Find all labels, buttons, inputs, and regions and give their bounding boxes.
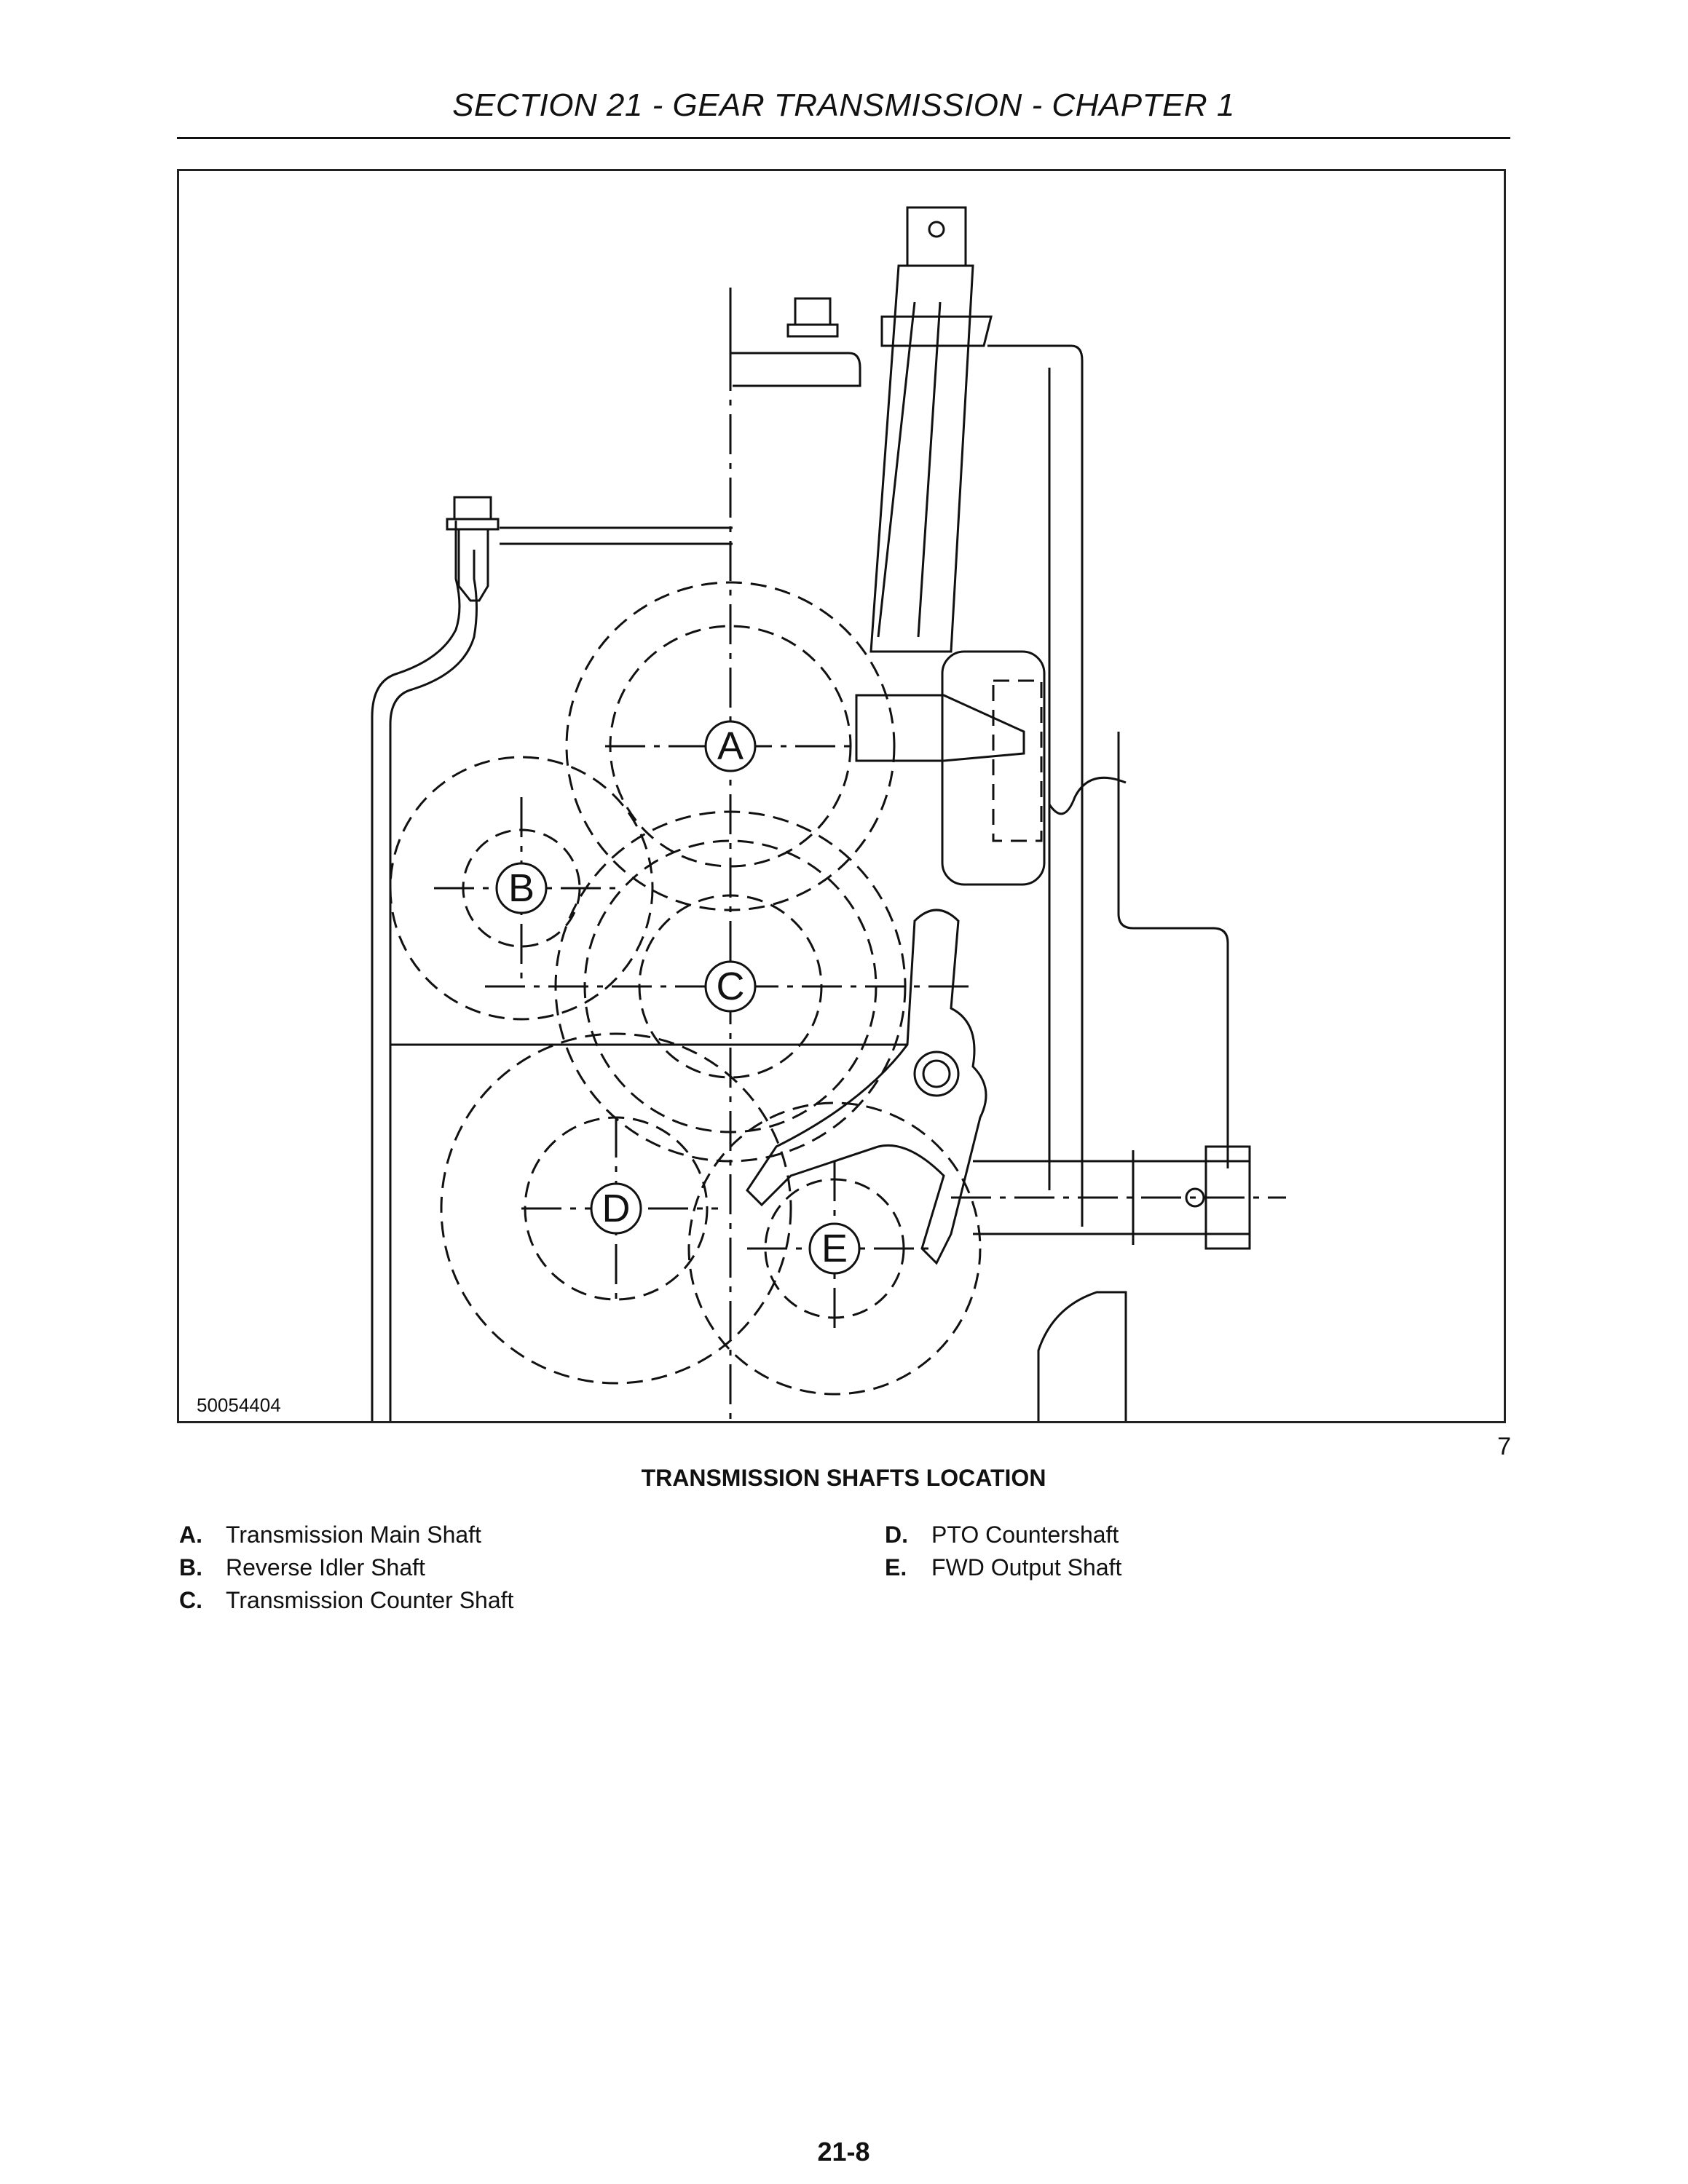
callout-e-circle: [808, 1222, 861, 1275]
legend-column-2: D. PTO Countershaft E. FWD Output Shaft: [885, 1519, 1121, 1584]
shift-fork-bracket: [941, 650, 1046, 886]
page-header-title: SECTION 21 - GEAR TRANSMISSION - CHAPTER…: [452, 87, 1235, 123]
figure-id: 50054404: [197, 1394, 281, 1416]
legend-item: B. Reverse Idler Shaft: [179, 1551, 513, 1584]
legend-text: Reverse Idler Shaft: [226, 1554, 425, 1580]
legend-key: A.: [179, 1522, 202, 1548]
figure-number: 7: [1497, 1433, 1511, 1460]
bolt-top-head: [794, 297, 832, 326]
legend-text: PTO Countershaft: [931, 1522, 1119, 1548]
housing-bottom-curve: [1037, 1291, 1127, 1421]
legend-text: FWD Output Shaft: [931, 1554, 1122, 1580]
shift-rod-inner: [877, 301, 942, 638]
legend-item: C. Transmission Counter Shaft: [179, 1584, 513, 1617]
gear-b-outer: [389, 756, 654, 1021]
callout-e: E: [821, 1227, 848, 1270]
callout-b-circle: [495, 862, 548, 914]
transmission-shafts-drawing: A B C D E: [371, 206, 1286, 1421]
housing-right-step: [1117, 732, 1229, 1168]
legend-key: C.: [179, 1587, 202, 1613]
page-number: 21-8: [817, 2137, 870, 2167]
shift-lever: [746, 909, 987, 1265]
legend-item: D. PTO Countershaft: [885, 1519, 1121, 1551]
lever-pivot-inner: [922, 1059, 951, 1088]
callout-b: B: [508, 866, 535, 910]
shift-rod-hole: [928, 221, 945, 238]
housing-top-edge: [730, 352, 861, 387]
callout-a: A: [717, 724, 744, 768]
bolt-left-head: [453, 496, 492, 521]
housing-left-wall: [371, 521, 461, 1421]
legend-text: Transmission Counter Shaft: [226, 1587, 514, 1613]
shaft-pin: [1185, 1187, 1205, 1208]
output-shaft: [973, 1145, 1251, 1250]
shift-fork-arm: [855, 694, 1025, 762]
shift-rod-body: [869, 264, 974, 653]
legend-item: A. Transmission Main Shaft: [179, 1519, 513, 1551]
legend-column-1: A. Transmission Main Shaft B. Reverse Idle…: [179, 1519, 513, 1617]
callout-d: D: [602, 1187, 631, 1230]
figure-caption: TRANSMISSION SHAFTS LOCATION: [641, 1465, 1046, 1491]
break-line: [1048, 776, 1127, 815]
transmission-diagram-figure: A B C D E: [177, 169, 1506, 1423]
legend-key: D.: [885, 1522, 908, 1548]
callout-c: C: [717, 965, 745, 1008]
housing-left-wall-inner: [389, 550, 478, 1421]
shift-fork-block: [992, 679, 1043, 842]
bolt-left-washer: [446, 518, 500, 531]
callout-a-circle: [704, 720, 757, 772]
legend-text: Transmission Main Shaft: [226, 1522, 481, 1548]
plate-left: [500, 526, 733, 545]
housing-right-wall: [987, 344, 1084, 1227]
legend-item: E. FWD Output Shaft: [885, 1551, 1121, 1584]
gear-d-outer: [440, 1032, 792, 1385]
shift-rod-collar: [880, 315, 993, 347]
callout-c-circle: [704, 960, 757, 1013]
callout-d-circle: [590, 1182, 642, 1235]
header-divider: [177, 137, 1510, 139]
bolt-top-washer: [786, 323, 839, 338]
bolt-left-shank: [457, 529, 489, 602]
gear-e-outer: [687, 1101, 982, 1396]
legend-key: E.: [885, 1554, 907, 1580]
lever-pivot: [913, 1051, 960, 1097]
legend-key: B.: [179, 1554, 202, 1580]
gear-a-outer: [565, 581, 896, 911]
